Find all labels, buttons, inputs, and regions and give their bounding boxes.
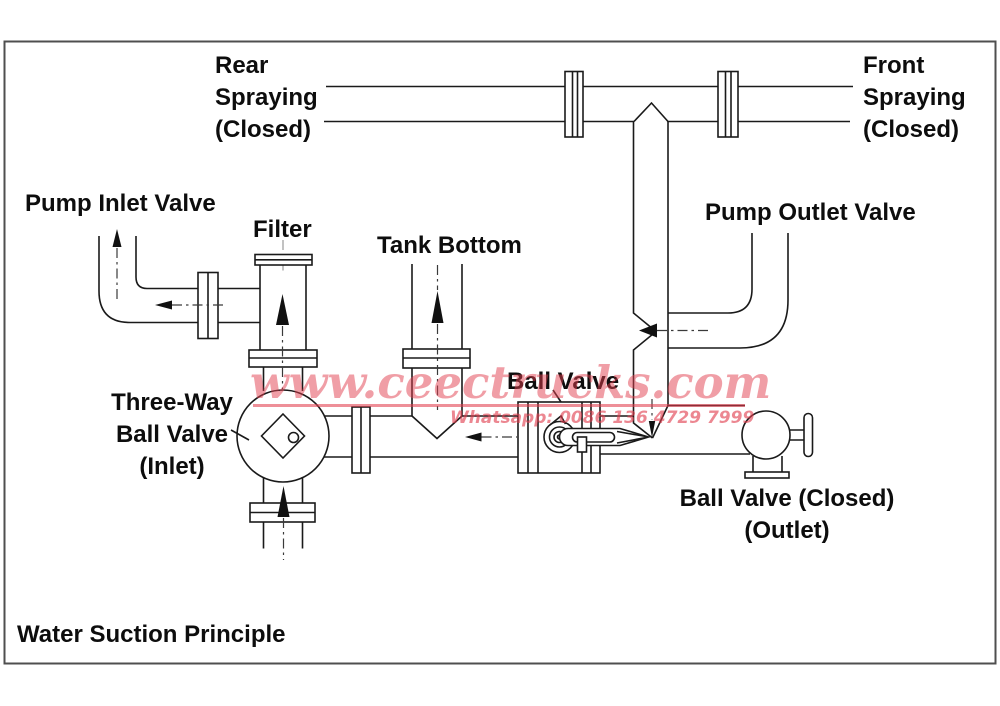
main-suction-pipe <box>370 415 750 458</box>
label-pump-outlet-valve: Pump Outlet Valve <box>705 199 916 226</box>
flow-arrow-left-icon <box>639 323 657 338</box>
actuator-cam <box>549 414 567 426</box>
label-outlet-valve: Ball Valve (Closed) (Outlet) <box>662 483 912 547</box>
watermark-underline <box>253 404 745 407</box>
tee-peak <box>633 101 669 123</box>
tank-bottom-pipe <box>402 264 517 442</box>
label-front-spraying-line2: Spraying <box>863 84 966 111</box>
label-front-spraying-line3: (Closed) <box>863 116 959 143</box>
label-leader-line <box>230 429 250 441</box>
label-front-spraying: Front Spraying (Closed) <box>863 50 966 146</box>
flow-arrow-down-icon <box>648 421 656 438</box>
pipe-flange-right <box>717 70 739 138</box>
flow-arrow-up-icon <box>277 486 290 517</box>
label-tank-bottom: Tank Bottom <box>377 232 522 259</box>
pump-inlet-elbow <box>98 229 260 340</box>
label-rear-spraying-line3: (Closed) <box>215 116 311 143</box>
outlet-ball-valve <box>741 410 814 479</box>
label-outlet-valve-line2: (Outlet) <box>744 517 830 544</box>
filter-assembly <box>248 240 318 391</box>
pump-outlet-elbow <box>668 233 789 349</box>
flow-arrow-up-icon <box>276 294 289 325</box>
top-spray-pipe <box>324 70 853 138</box>
label-front-spraying-line1: Front <box>863 52 925 79</box>
flow-arrow-up-icon <box>431 291 444 323</box>
label-three-way-line2: Ball Valve <box>115 421 229 448</box>
watermark-contact: Whatsapp: 0086 136 4729 7999 <box>450 408 755 428</box>
label-rear-spraying: Rear Spraying (Closed) <box>215 50 318 146</box>
riser-pipe <box>632 121 745 439</box>
label-pump-inlet-valve: Pump Inlet Valve <box>25 190 216 217</box>
border-frame <box>3 40 997 665</box>
label-rear-spraying-line2: Spraying <box>215 84 318 111</box>
flow-arrow-left-icon <box>465 432 482 442</box>
pipe-flange-left <box>564 70 584 138</box>
flow-arrow-up-icon <box>112 229 122 247</box>
valve-diamond-icon <box>260 412 306 460</box>
label-leader-line <box>552 389 562 403</box>
ball-valve-symbol <box>517 389 652 474</box>
label-filter: Filter <box>253 216 312 243</box>
label-three-way-valve: Three-Way Ball Valve (Inlet) <box>72 387 272 483</box>
watermark-url: www.ceectrucks.com <box>250 356 772 409</box>
valve-base <box>744 471 790 479</box>
label-outlet-valve-line1: Ball Valve (Closed) <box>679 485 895 512</box>
label-rear-spraying-line1: Rear <box>215 52 269 79</box>
label-ball-valve: Ball Valve <box>507 368 620 395</box>
flow-arrow-left-icon <box>155 300 172 310</box>
valve-handle <box>803 412 814 458</box>
label-three-way-line1: Three-Way <box>111 389 233 416</box>
label-three-way-line3: (Inlet) <box>139 453 205 480</box>
diagram-caption: Water Suction Principle <box>17 621 286 648</box>
three-way-ball-valve <box>230 389 371 560</box>
